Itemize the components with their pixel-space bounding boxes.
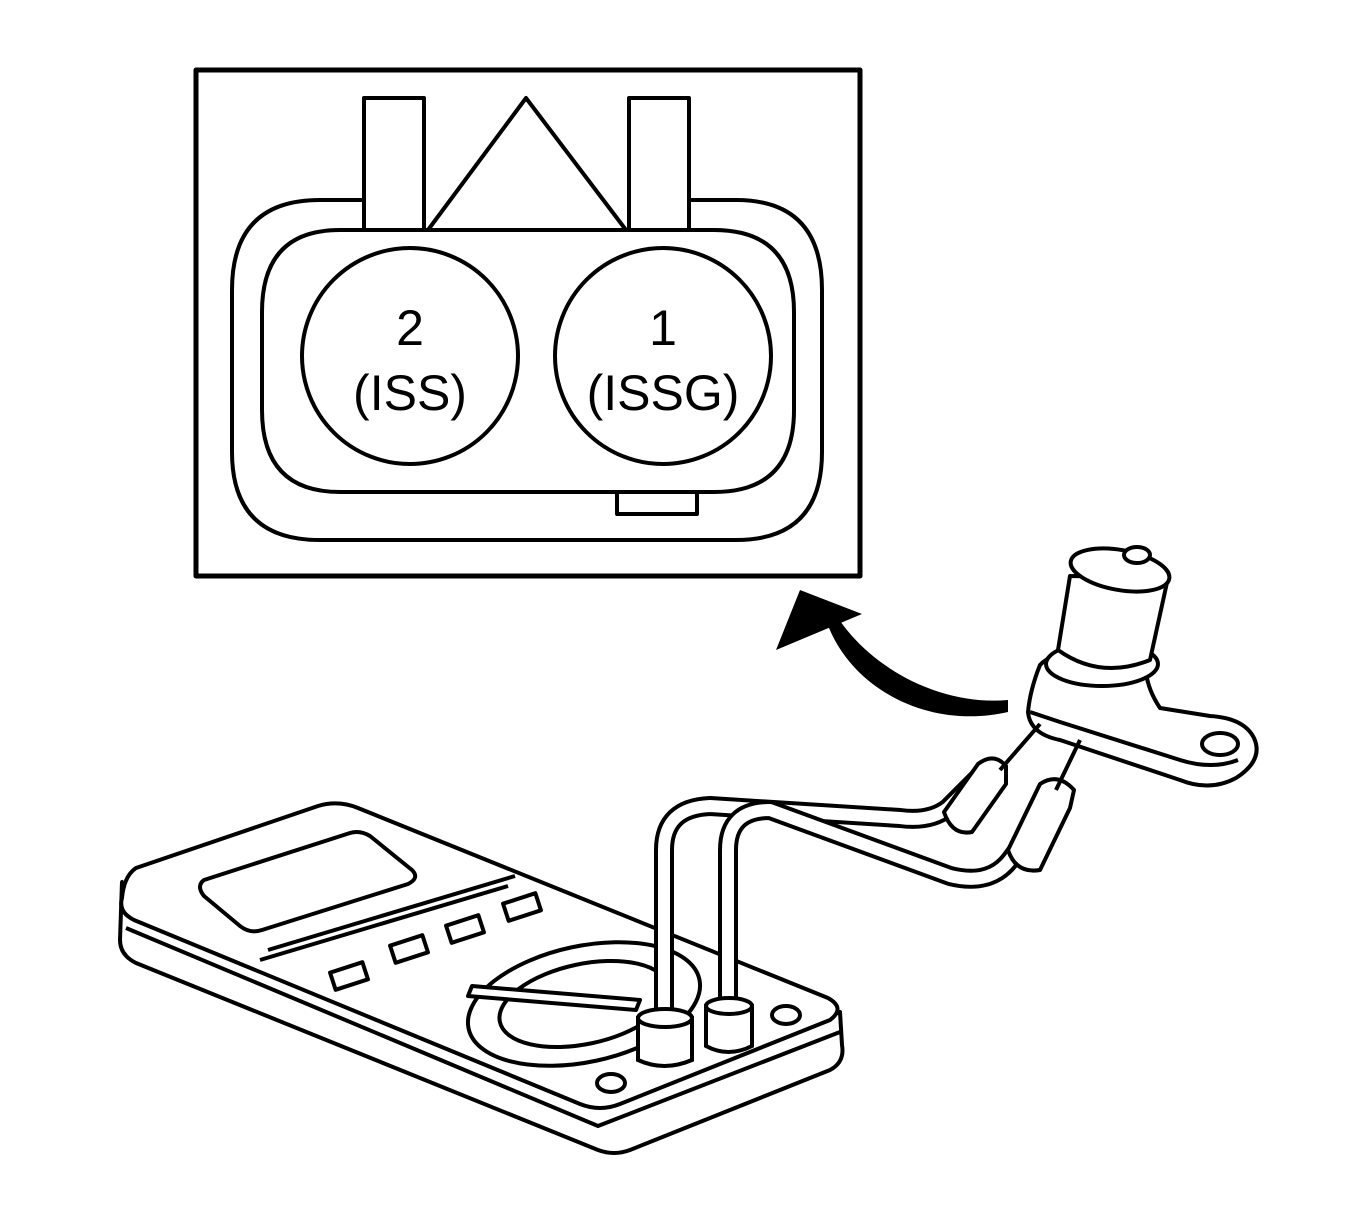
meter-screw-hole — [595, 1072, 627, 1094]
right-lock-tab — [627, 96, 691, 236]
meter-display — [198, 830, 418, 934]
test-leads — [654, 770, 1050, 1020]
meter-screw-hole — [770, 1004, 802, 1026]
sensor-body — [1056, 574, 1170, 670]
arrow-head — [776, 590, 862, 650]
pin-1-number: 1 — [649, 300, 677, 356]
jack-plug-1 — [636, 1016, 694, 1068]
pin-2-signal: (ISS) — [353, 365, 467, 421]
sensor-wire-stub — [998, 722, 1082, 791]
pin-2-number: 2 — [396, 300, 424, 356]
sensor-bracket-hole — [1200, 731, 1240, 757]
sensor-boot-1 — [942, 756, 1008, 835]
pin-1-cavity — [553, 246, 773, 466]
meter-button — [388, 933, 430, 965]
sensor-boot-2 — [1006, 777, 1076, 873]
connector-inset — [193, 67, 863, 579]
meter-panel-divider — [267, 874, 516, 952]
meter-dial-pointer — [466, 984, 642, 1012]
jack-plug-2 — [704, 1004, 754, 1054]
meter-bevel — [125, 926, 841, 1128]
sensor-bracket-edge — [1029, 710, 1239, 767]
arrow-body — [826, 615, 1008, 717]
connector-shell — [230, 198, 824, 542]
test-lead-2-core — [722, 804, 1046, 1006]
curved-arrow — [776, 590, 1008, 717]
left-lock-tab — [362, 96, 426, 236]
pin-1-signal: (ISSG) — [587, 365, 740, 421]
sensor-tip — [1122, 545, 1152, 565]
jack-plug-2-top — [704, 996, 754, 1016]
speed-sensor — [942, 545, 1259, 873]
jack-plug-1-top — [636, 1007, 694, 1029]
meter-button — [444, 913, 486, 945]
meter-button — [501, 891, 543, 923]
meter-button — [328, 960, 370, 992]
pin-2-cavity — [300, 246, 520, 466]
test-lead-2-outline — [718, 800, 1050, 1010]
bottom-latch — [615, 490, 699, 516]
jack-plugs — [636, 996, 754, 1068]
test-lead-1-core — [658, 774, 982, 1016]
meter-panel-divider-2 — [259, 884, 509, 962]
